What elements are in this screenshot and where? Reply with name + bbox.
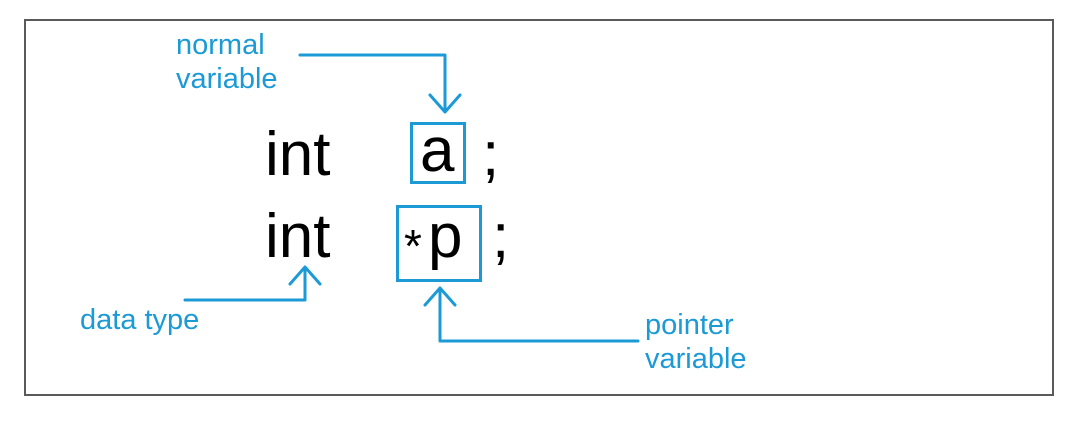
normal-variable-label: normal variable — [176, 29, 278, 96]
line2-semicolon: ; — [492, 202, 510, 271]
diagram-frame — [24, 19, 1054, 396]
pointer-variable-connector — [438, 288, 640, 343]
normal-variable-arrowhead — [428, 93, 462, 114]
line1-type-keyword: int — [265, 120, 331, 189]
pointer-variable-arrowhead — [423, 286, 457, 307]
normal-variable-connector — [298, 53, 447, 112]
line2-type-keyword: int — [265, 202, 331, 271]
line2-pointer-symbol: * — [404, 220, 422, 272]
line1-identifier: a — [420, 116, 455, 185]
pointer-variable-label: pointer variable — [645, 309, 747, 376]
normal-variable-highlight-box — [410, 122, 466, 184]
line1-semicolon: ; — [482, 120, 500, 189]
data-type-label: data type — [80, 304, 200, 336]
pointer-variable-highlight-box — [396, 205, 482, 282]
line2-identifier: p — [428, 202, 463, 271]
data-type-connector — [183, 266, 307, 302]
data-type-arrowhead — [288, 265, 322, 286]
